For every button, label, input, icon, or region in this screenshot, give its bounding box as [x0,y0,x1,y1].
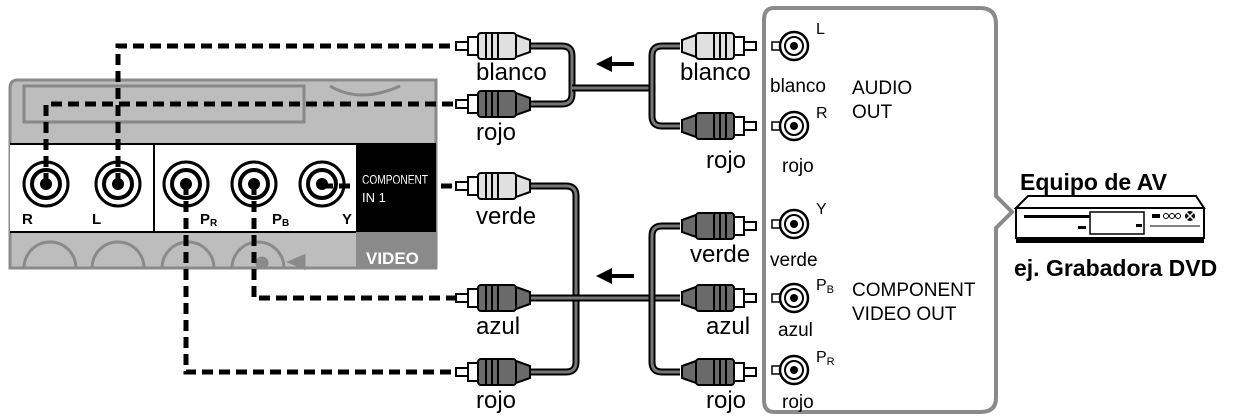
cable-label-left-blanco: blanco [476,59,547,86]
device-jack-sup-pb: PB [816,277,834,296]
device-jack-color-verde: verde [770,250,818,271]
device-jack-color-rojo: rojo [782,156,814,177]
video-label: VIDEO [366,249,419,268]
device-jack-sup-y: Y [816,201,827,218]
tv-port-label-r: R [22,211,33,228]
device-title: Equipo de AV [1020,169,1168,195]
cable-label-right-rojo: rojo [706,147,746,174]
plug-right-azul [681,284,757,312]
device-jack-sup-pr: PR [816,349,835,368]
cable-label-left-verde: verde [476,203,536,230]
plug-right-verde [681,212,757,240]
component-out-label-2: VIDEO OUT [852,304,957,325]
arrow-left-icon [596,56,634,72]
arrow-left-icon [596,268,634,284]
plug-right-rojo [681,112,757,140]
tv-port-label-y: Y [342,211,352,228]
device-jack-color-azul: azul [778,320,813,341]
plug-left-rojo-video [455,358,531,386]
tv-rear-panel: COMPONENT IN 1 VIDEO R L PR PB Y [8,78,438,271]
device-output-panel: L R Y PB PR blanco rojo verde azul rojo … [762,6,1015,414]
device-jack-sup-r: R [816,105,828,122]
device-jack-sup-l: L [816,21,825,38]
solid-cables [530,42,680,376]
cable-label-right-blanco: blanco [680,59,751,86]
plug-left-blanco [455,32,531,60]
dashed-wires [43,43,456,375]
cable-label-left-rojo: rojo [476,119,516,146]
device-example: ej. Grabadora DVD [1014,255,1217,281]
plug-left-rojo [455,90,531,118]
component-out-label-1: COMPONENT [852,280,976,301]
tv-port-label-pb: PB [272,211,289,229]
plug-left-verde [455,172,531,200]
tv-port-label-pr: PR [200,211,218,229]
audio-out-label-2: OUT [852,102,893,123]
cable-label-right-rojo-video: rojo [706,387,746,414]
cable-label-left-azul: azul [476,313,520,340]
cable-label-right-azul: azul [706,313,750,340]
device-jack-color-blanco: blanco [770,76,826,97]
plug-left-azul [455,284,531,312]
plug-right-rojo-video [681,358,757,386]
cable-label-right-verde: verde [690,241,750,268]
cable-label-left-rojo-video: rojo [476,387,516,414]
device-jack-color-rojo-video: rojo [782,392,814,413]
tv-port-label-l: L [92,211,101,228]
dvd-recorder-icon [1013,195,1206,243]
audio-out-label-1: AUDIO [852,78,912,99]
component-in-label-2: IN 1 [362,190,386,205]
plug-right-blanco [681,32,757,60]
component-in-label-1: COMPONENT [362,172,428,187]
